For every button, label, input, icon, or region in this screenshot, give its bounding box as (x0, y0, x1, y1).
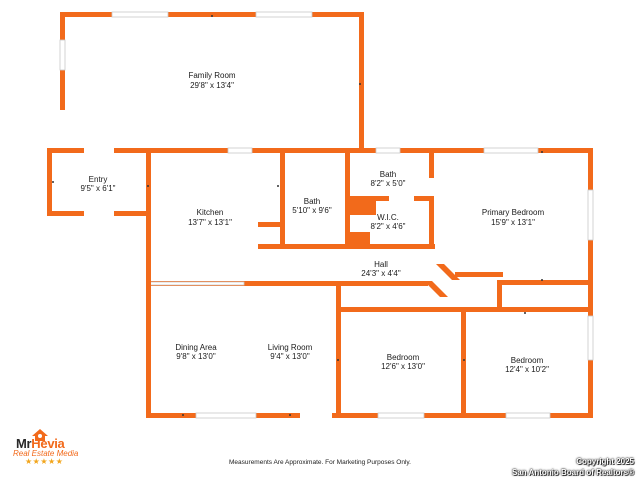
dining-area-label: Dining Area (175, 343, 217, 352)
brand-logo (12, 428, 92, 468)
bath-2-wic-walls (345, 148, 435, 249)
logo-stars: ★★★★★ (25, 457, 64, 466)
copyright-line-2: San Antonio Board of Realtors® (511, 468, 634, 477)
kitchen-walls (146, 148, 430, 249)
bedroom-1-label: Bedroom (387, 353, 420, 362)
bath-1-dims: 5'10" x 9'6" (292, 206, 332, 215)
logo-brand-1: Mr (16, 436, 32, 451)
primary-bedroom-walls (429, 148, 593, 418)
wic-shelf (348, 201, 376, 215)
bath-2-dims: 8'2" x 5'0" (371, 179, 406, 188)
bedroom-1-walls (336, 281, 466, 418)
family-room-walls (60, 12, 364, 152)
bath-2-label: Bath (380, 170, 396, 179)
copyright: Copyright 2025 San Antonio Board of Real… (512, 456, 634, 478)
entry-door-opening (84, 211, 114, 216)
bedroom-2-window-right (587, 315, 594, 361)
logo-tagline: Real Estate Media (13, 449, 79, 458)
entry-top-opening (84, 148, 114, 153)
primary-bedroom-dims: 15'9" x 13'1" (491, 218, 535, 227)
hall-angled-wall (424, 281, 448, 297)
bedroom-2-label: Bedroom (511, 356, 544, 365)
outlet-markers (52, 15, 543, 416)
family-room-windows (59, 11, 313, 71)
hall-angled-wall-2 (436, 264, 460, 280)
disclaimer: Measurements Are Approximate. For Market… (229, 459, 411, 466)
family-room-opening (60, 110, 65, 150)
wic-dims: 8'2" x 4'6" (371, 222, 406, 231)
bath-1-label: Bath (304, 197, 320, 206)
logo-brand: MrHevia (16, 436, 65, 451)
wic-shelf-lower (348, 232, 370, 246)
hall-label: Hall (374, 260, 388, 269)
family-room-label: Family Room (188, 71, 235, 80)
dining-area-dims: 9'8" x 13'0" (176, 352, 216, 361)
primary-bedroom-label: Primary Bedroom (482, 208, 545, 217)
house-icon (32, 429, 48, 441)
bath-2-window (375, 147, 401, 154)
entry-dims: 9'5" x 6'1" (81, 184, 116, 193)
hall-walls (146, 280, 502, 310)
logo-brand-2: Hevia (31, 436, 65, 451)
kitchen-dims: 13'7" x 13'1" (188, 218, 232, 227)
bedroom-2-dims: 12'4" x 10'2" (505, 365, 549, 374)
living-room-opening (300, 413, 332, 418)
family-room-dims: 29'8" x 13'4" (190, 81, 234, 90)
bedroom-1-window (377, 412, 425, 419)
hall-half-wall (147, 281, 245, 286)
living-room-dims: 9'4" x 13'0" (270, 352, 310, 361)
primary-bedroom-window-right (587, 189, 594, 241)
kitchen-label: Kitchen (197, 208, 224, 217)
bedroom-1-dims: 12'6" x 13'0" (381, 362, 425, 371)
entry-label: Entry (89, 175, 108, 184)
dining-window (195, 412, 257, 419)
living-room-label: Living Room (268, 343, 313, 352)
wic-label: W.I.C. (377, 213, 399, 222)
primary-bedroom-window-top (483, 147, 539, 154)
kitchen-window (227, 147, 253, 154)
copyright-line-1: Copyright 2025 (576, 457, 634, 466)
bedroom-2-window-bottom (505, 412, 551, 419)
hall-dims: 24'3" x 4'4" (361, 269, 401, 278)
